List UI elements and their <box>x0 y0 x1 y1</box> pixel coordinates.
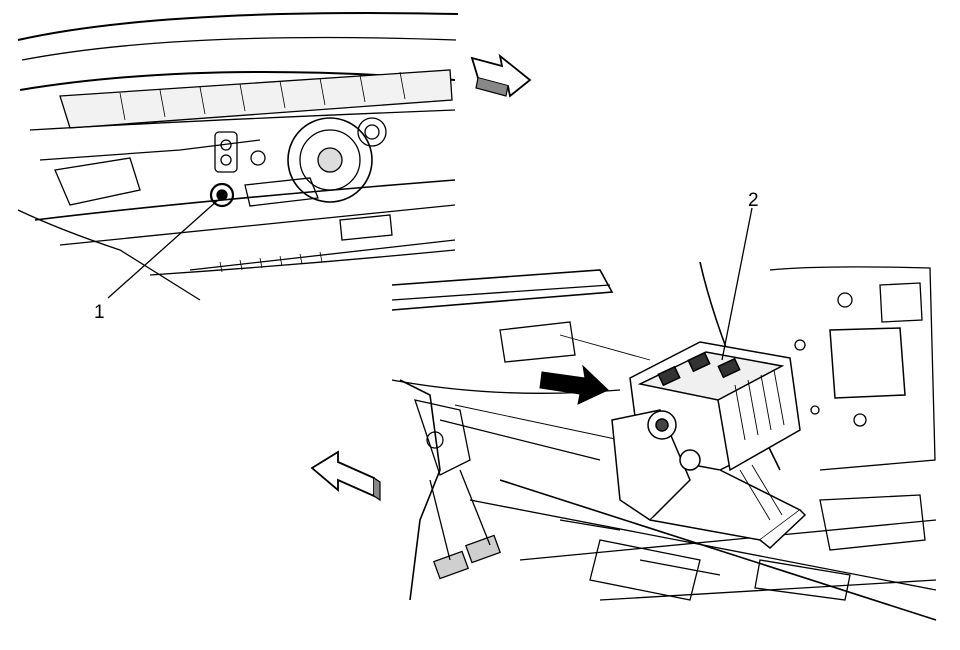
callout-1-label: 1 <box>94 302 105 323</box>
callout-2-leader <box>721 207 753 361</box>
heater-case-nut-icon <box>209 182 235 208</box>
engine-compartment-panel <box>17 12 459 302</box>
callout-2-label: 2 <box>748 190 759 211</box>
direction-arrow-outline-icon <box>470 53 532 98</box>
hvac-module <box>611 341 807 549</box>
direction-arrow-outline-icon <box>310 450 381 502</box>
direction-arrow-solid-icon <box>539 364 609 405</box>
callout-1-leader <box>107 199 219 299</box>
